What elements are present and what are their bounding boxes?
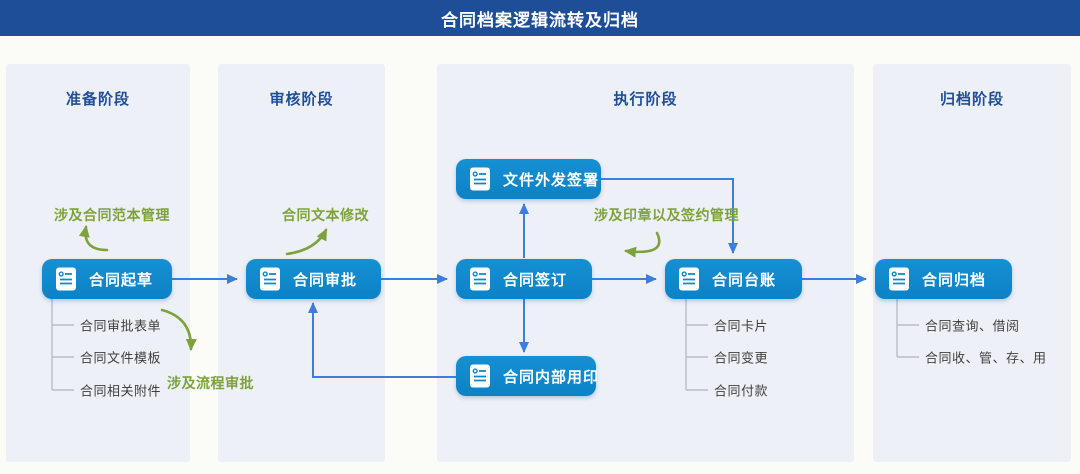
node-label: 合同台账 [712,271,777,289]
node-contract-archive: 合同归档 [875,259,1012,299]
stage-label-execution: 执行阶段 [613,91,678,108]
node-label: 文件外发签署 [503,171,600,189]
node-label: 合同起草 [89,271,154,289]
node-external-signing: 文件外发签署 [456,159,601,199]
sub-item-receive-manage-store-use: 合同收、管、存、用 [925,350,1047,366]
stage-label-preparation: 准备阶段 [65,91,130,108]
node-label: 合同归档 [922,271,987,289]
sub-item-contract-payment: 合同付款 [714,383,769,399]
document-icon [467,266,493,292]
sub-item-related-attachments: 合同相关附件 [80,383,162,399]
node-label: 合同内部用印 [503,368,600,386]
node-label: 合同签订 [503,271,568,289]
sub-item-query-borrow: 合同查询、借阅 [925,318,1020,334]
node-internal-seal: 合同内部用印 [456,356,600,396]
document-icon [886,266,912,292]
sub-item-contract-card: 合同卡片 [714,318,769,334]
sub-item-contract-change: 合同变更 [714,350,769,366]
node-contract-approval: 合同审批 [246,259,381,299]
document-icon [676,266,702,292]
annotation-seal-signing-management: 涉及印章以及签约管理 [594,207,739,223]
document-icon [467,166,493,192]
diagram-title: 合同档案逻辑流转及归档 [441,10,639,30]
document-icon [257,266,283,292]
annotation-template-management: 涉及合同范本管理 [54,207,170,223]
sub-item-approval-form: 合同审批表单 [80,318,162,334]
sub-item-file-template: 合同文件模板 [80,350,162,366]
annotation-process-approval: 涉及流程审批 [167,375,254,391]
document-icon [467,363,493,389]
node-contract-draft: 合同起草 [42,259,172,299]
stage-label-archiving: 归档阶段 [939,91,1004,108]
node-contract-signing: 合同签订 [456,259,592,299]
diagram-header-bar: 合同档案逻辑流转及归档 [0,0,1080,36]
stage-label-review: 审核阶段 [269,91,334,108]
node-contract-ledger: 合同台账 [665,259,802,299]
document-icon [53,266,79,292]
annotation-text-revision: 合同文本修改 [282,207,369,223]
node-label: 合同审批 [293,271,358,289]
